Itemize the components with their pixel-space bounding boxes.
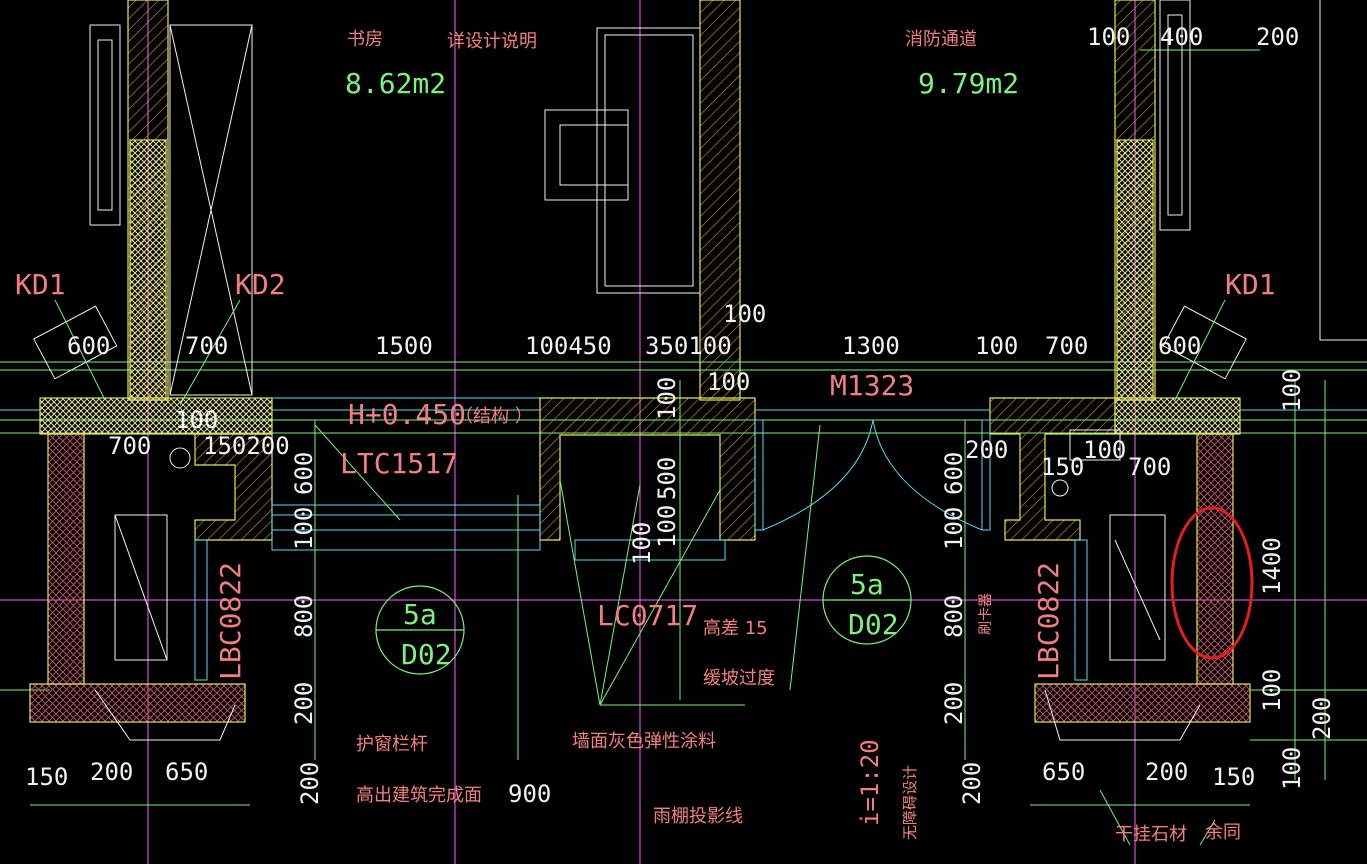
row-dim-3: 100450 xyxy=(525,332,612,360)
study-name: 书房 xyxy=(347,29,383,50)
bottom-right-1: 200 xyxy=(1145,758,1188,786)
vdim-100c: 100 xyxy=(653,505,681,548)
note-canopy-line: 雨棚投影线 xyxy=(653,806,743,827)
dim-700-right: 700 xyxy=(1128,453,1171,481)
bottom-right-0: 650 xyxy=(1042,758,1085,786)
note-barrier-free: 无障碍设计 xyxy=(901,765,919,840)
bottom-left-0: 150 xyxy=(25,763,68,791)
dim-100-mid: 100 xyxy=(707,368,750,396)
note-same: 余同 xyxy=(1205,822,1241,843)
tag-lbc-right: LBC0822 xyxy=(1032,562,1065,680)
row-dim-6: 100 xyxy=(975,332,1018,360)
study-area: 8.62m2 xyxy=(345,67,446,100)
top-dim-100: 100 xyxy=(1087,23,1130,51)
vdim-100e: 100 xyxy=(940,507,968,550)
window-strips xyxy=(0,397,1367,681)
kd-units xyxy=(33,299,1247,406)
left-upper-window xyxy=(89,24,253,396)
detail-ref-1-top: 5a xyxy=(403,598,437,631)
dim-150-200: 150200 xyxy=(203,432,290,460)
vdim-100d: 100 xyxy=(628,522,656,565)
vdim-500: 500 xyxy=(653,457,681,500)
vdim-800a: 800 xyxy=(290,595,318,638)
row-dim-5: 1300 xyxy=(842,332,900,360)
row-dim-7: 700 xyxy=(1045,332,1088,360)
dim-200-right: 200 xyxy=(965,436,1008,464)
top-dim-200: 200 xyxy=(1256,23,1299,51)
tag-kd2: KD2 xyxy=(235,268,286,301)
row-dim-8: 600 xyxy=(1158,332,1201,360)
furniture-desk xyxy=(544,27,701,294)
right-upper-window xyxy=(1159,0,1367,341)
vdim-600b: 600 xyxy=(940,452,968,495)
vdim-1400: 1400 xyxy=(1258,537,1286,595)
vdim-600a: 600 xyxy=(290,452,318,495)
dim-100-small: 100 xyxy=(175,406,218,434)
detail-circles xyxy=(375,555,912,675)
dim-900: 900 xyxy=(508,780,551,808)
dim-700-left: 700 xyxy=(108,432,151,460)
dim-100-right: 100 xyxy=(1083,436,1126,464)
tag-lbc-left: LBC0822 xyxy=(214,562,247,680)
bottom-left-2: 650 xyxy=(165,758,208,786)
design-note: 详设计说明 xyxy=(447,31,537,52)
row-dim-1: 700 xyxy=(185,332,228,360)
vdim-100r: 100 xyxy=(1278,369,1306,412)
bottom-left-1: 200 xyxy=(90,758,133,786)
tag-window-lc: LC0717 xyxy=(597,599,698,632)
upper-walls xyxy=(127,0,1156,401)
note-height-diff: 高差 15 xyxy=(703,618,768,639)
row-dim-4: 350100 xyxy=(645,332,732,360)
vdim-100b: 100 xyxy=(653,377,681,420)
row-dim-0: 600 xyxy=(67,332,110,360)
vdim-800b: 800 xyxy=(940,595,968,638)
vdim-200d: 200 xyxy=(958,762,986,805)
note-window-rail: 护窗栏杆 xyxy=(356,734,428,755)
fire-passage-area: 9.79m2 xyxy=(918,67,1019,100)
tag-door: M1323 xyxy=(830,369,914,402)
detail-ref-1-bottom: D02 xyxy=(401,638,452,671)
tag-kd1-right: KD1 xyxy=(1225,268,1276,301)
tag-elevation: H+0.450 xyxy=(348,398,466,431)
detail-ref-2-bottom: D02 xyxy=(848,608,899,641)
top-dim-400: 400 xyxy=(1160,23,1203,51)
bottom-right-2: 150 xyxy=(1212,763,1255,791)
tag-elevation-note: （结构 ） xyxy=(455,406,533,427)
vdim-100r3: 100 xyxy=(1278,747,1306,790)
fixtures xyxy=(94,429,1201,741)
note-above-floor: 高出建筑完成面 xyxy=(356,785,482,806)
dim-150-right: 150 xyxy=(1041,453,1084,481)
note-wall-paint: 墙面灰色弹性涂料 xyxy=(572,731,716,752)
vdim-200b: 200 xyxy=(296,762,324,805)
highlight-circle xyxy=(1170,506,1254,660)
floor-walls xyxy=(29,397,1251,723)
vdim-100a: 100 xyxy=(290,507,318,550)
dim-100-top: 100 xyxy=(723,300,766,328)
note-slope-transition: 缓坡过度 xyxy=(703,668,775,689)
detail-ref-2-top: 5a xyxy=(850,568,884,601)
vdim-200r: 200 xyxy=(1308,697,1336,740)
fire-passage-name: 消防通道 xyxy=(905,29,977,50)
note-stone: 干挂石材 xyxy=(1115,824,1187,845)
note-slope-ratio: i=1:20 xyxy=(856,739,884,826)
vdim-100r2: 100 xyxy=(1258,669,1286,712)
row-dim-2: 1500 xyxy=(375,332,433,360)
note-card-reader: 刷卡器 xyxy=(978,593,994,635)
vdim-200a: 200 xyxy=(290,682,318,725)
leader-lines xyxy=(314,424,1216,846)
tag-kd1-left: KD1 xyxy=(15,268,66,301)
vdim-200c: 200 xyxy=(940,682,968,725)
tag-window-ltc: LTC1517 xyxy=(340,447,458,480)
